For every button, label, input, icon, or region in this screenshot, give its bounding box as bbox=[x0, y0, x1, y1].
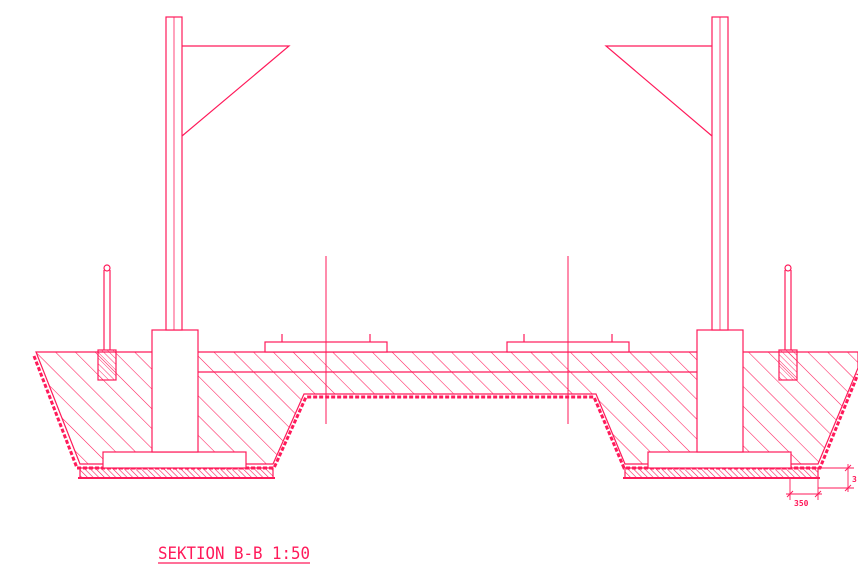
mast-foundation-right bbox=[696, 329, 744, 453]
flag-bracket-right bbox=[604, 45, 713, 137]
section-title: SEKTION B-B 1:50 bbox=[158, 544, 310, 564]
post-footing-right bbox=[778, 349, 798, 381]
footing-plate-right bbox=[647, 451, 792, 469]
dimension-right-label: 3 bbox=[852, 475, 857, 484]
footing-plate-left bbox=[102, 451, 247, 469]
base-slab-left bbox=[79, 467, 274, 479]
dimension-right bbox=[818, 464, 854, 492]
flag-bracket-left bbox=[181, 45, 291, 137]
post-footing-left bbox=[97, 349, 117, 381]
mast-foundation-left bbox=[151, 329, 199, 453]
dimension-bottom bbox=[786, 478, 822, 500]
dimension-bottom-label: 350 bbox=[794, 499, 809, 508]
base-slab-right bbox=[624, 467, 819, 479]
